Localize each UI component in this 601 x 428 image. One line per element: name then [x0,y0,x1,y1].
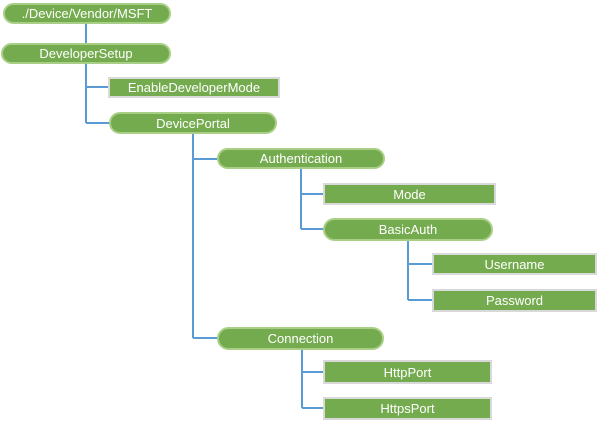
node-https-port: HttpsPort [323,397,492,420]
node-authentication: Authentication [217,148,385,169]
node-basic-auth: BasicAuth [323,218,493,241]
node-http-port: HttpPort [323,360,492,384]
node-connection: Connection [217,327,384,350]
node-developer-setup: DeveloperSetup [1,43,171,64]
node-password: Password [432,289,597,312]
node-device-portal: DevicePortal [109,112,277,134]
node-root: ./Device/Vendor/MSFT [3,3,171,24]
node-enable-developer-mode: EnableDeveloperMode [108,77,280,98]
node-mode: Mode [323,183,496,205]
node-username: Username [432,253,597,275]
